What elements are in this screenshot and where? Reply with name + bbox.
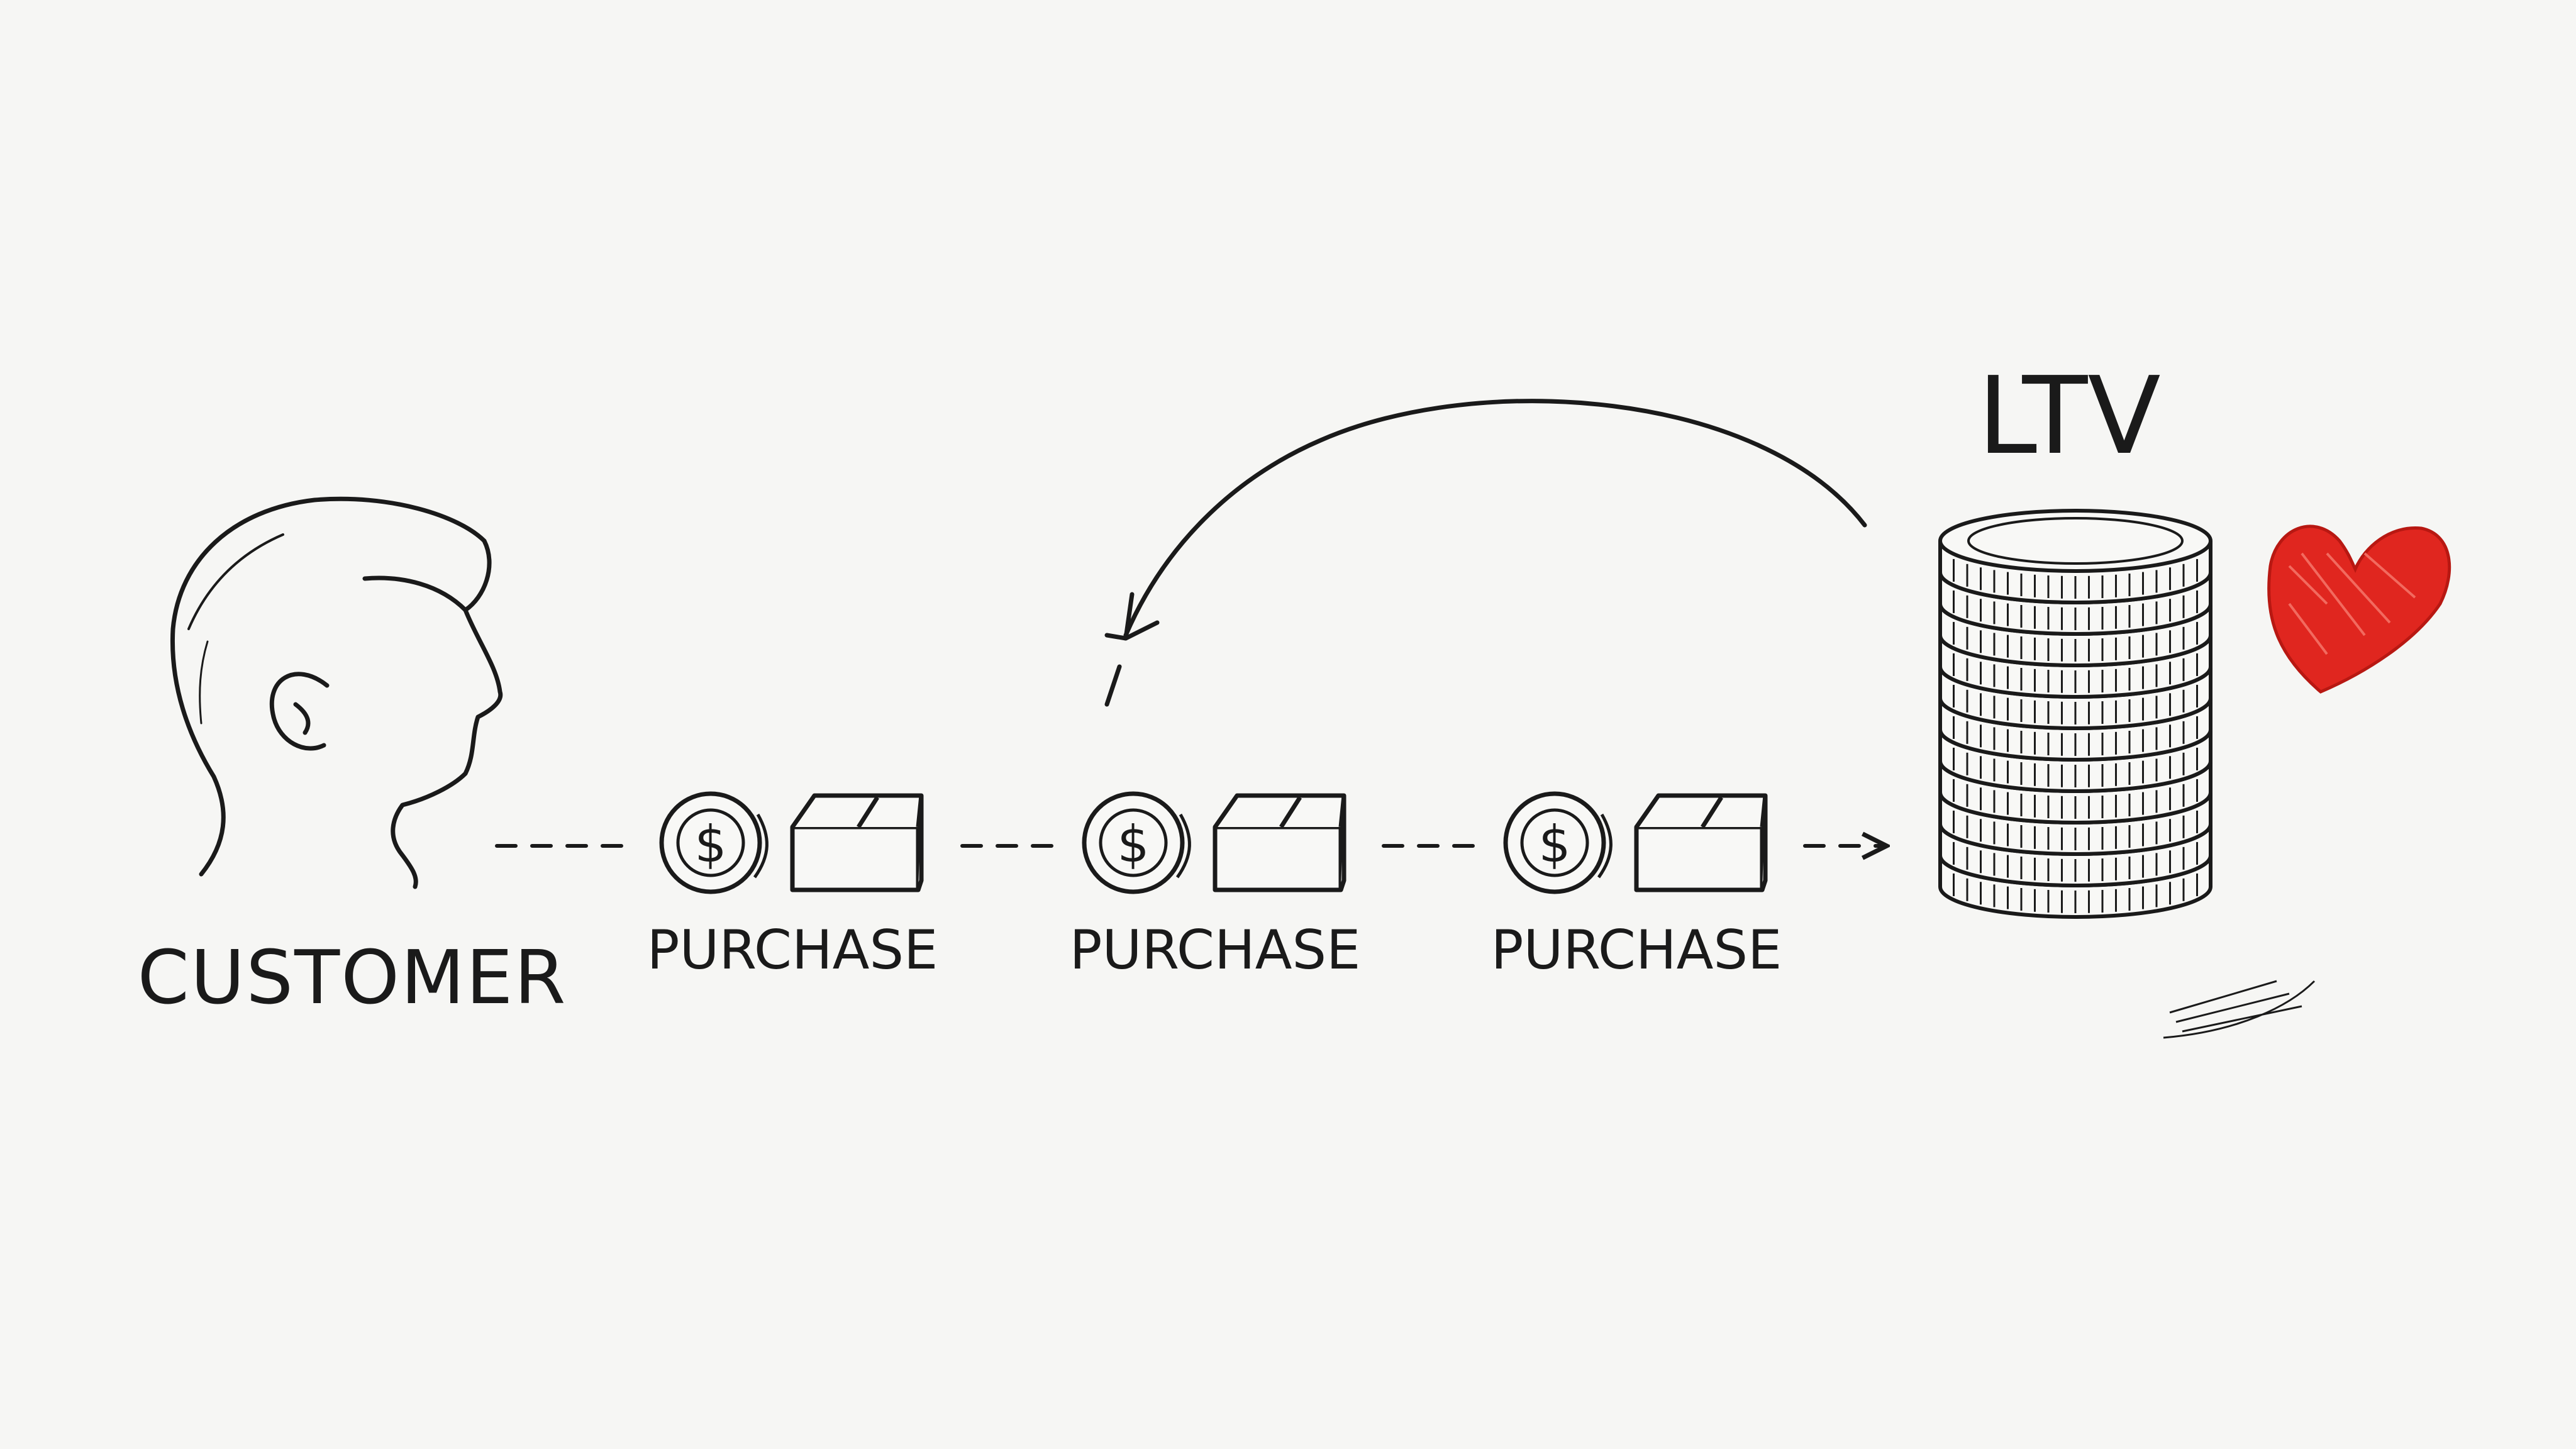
person-head-icon (170, 496, 503, 889)
dollar-coin-icon: $ (1503, 791, 1613, 894)
purchase-group-1: $ PURCHASE (647, 791, 938, 982)
box-icon (1213, 793, 1346, 892)
purchase-label: PURCHASE (1070, 919, 1361, 982)
curved-arrow-icon (1104, 399, 1867, 707)
purchase-label: PURCHASE (1491, 919, 1782, 982)
svg-text:$: $ (1118, 815, 1150, 874)
dollar-coin-icon: $ (659, 791, 769, 894)
svg-text:$: $ (695, 815, 727, 874)
customer-label: CUSTOMER (138, 934, 567, 1021)
heart-icon (2267, 525, 2451, 694)
ltv-label: LTV (1977, 354, 2160, 479)
purchase-label: PURCHASE (647, 919, 938, 982)
box-icon (1634, 793, 1768, 892)
dollar-coin-icon: $ (1082, 791, 1191, 894)
svg-text:$: $ (1539, 815, 1571, 874)
purchase-group-3: $ PURCHASE (1491, 791, 1782, 982)
purchase-group-2: $ PURCHASE (1070, 791, 1361, 982)
box-icon (790, 793, 924, 892)
coin-stack-icon (1938, 509, 2316, 1039)
